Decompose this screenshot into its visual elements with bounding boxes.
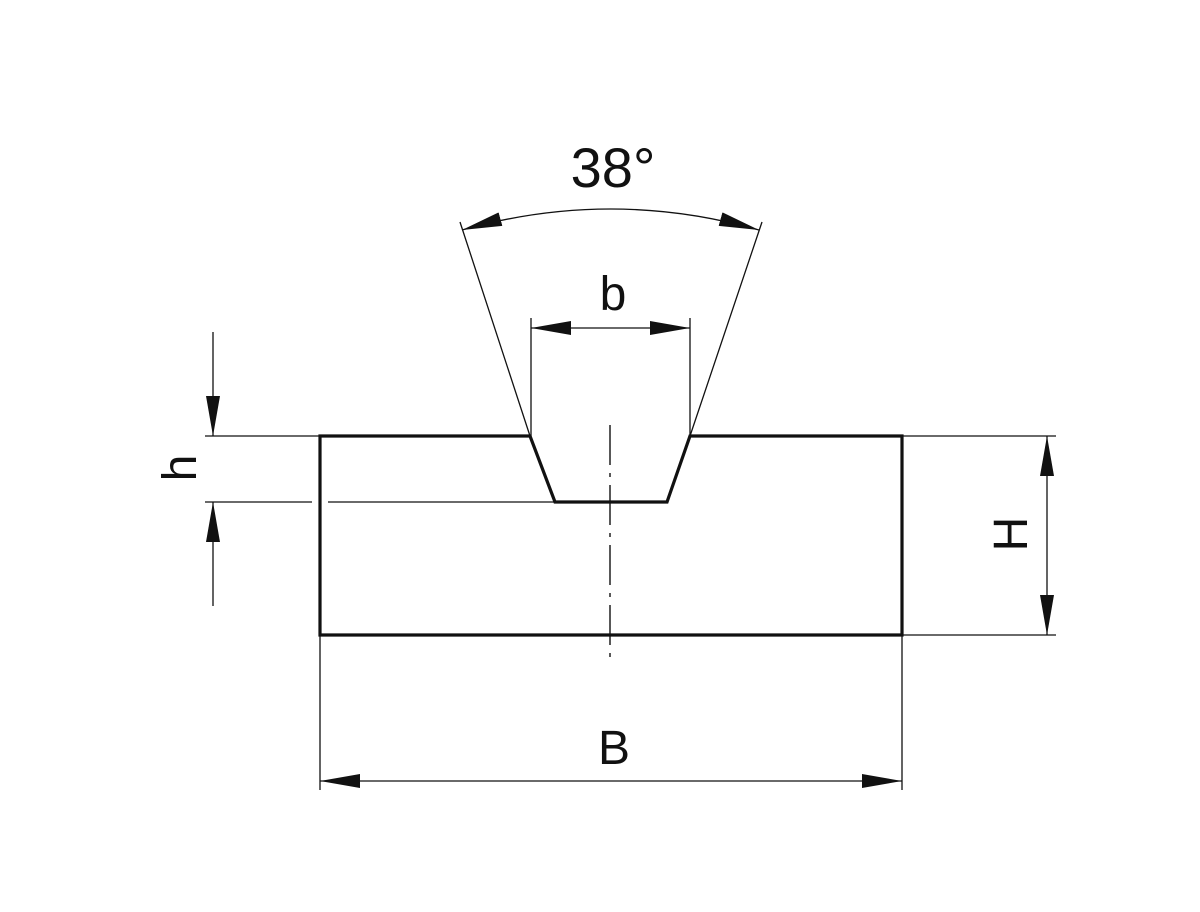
B-dimension-label: B <box>598 722 630 775</box>
angle-dimension-label: 38° <box>571 136 656 199</box>
angle-dimension-arc <box>461 208 760 231</box>
h-dimension-label: h <box>154 455 207 482</box>
b-dimension-label: b <box>600 268 627 321</box>
H-dimension-label: H <box>985 517 1038 552</box>
profile-outline <box>318 434 904 637</box>
angle-extension-line-left <box>459 221 531 437</box>
angle-extension-line-right <box>689 221 763 437</box>
